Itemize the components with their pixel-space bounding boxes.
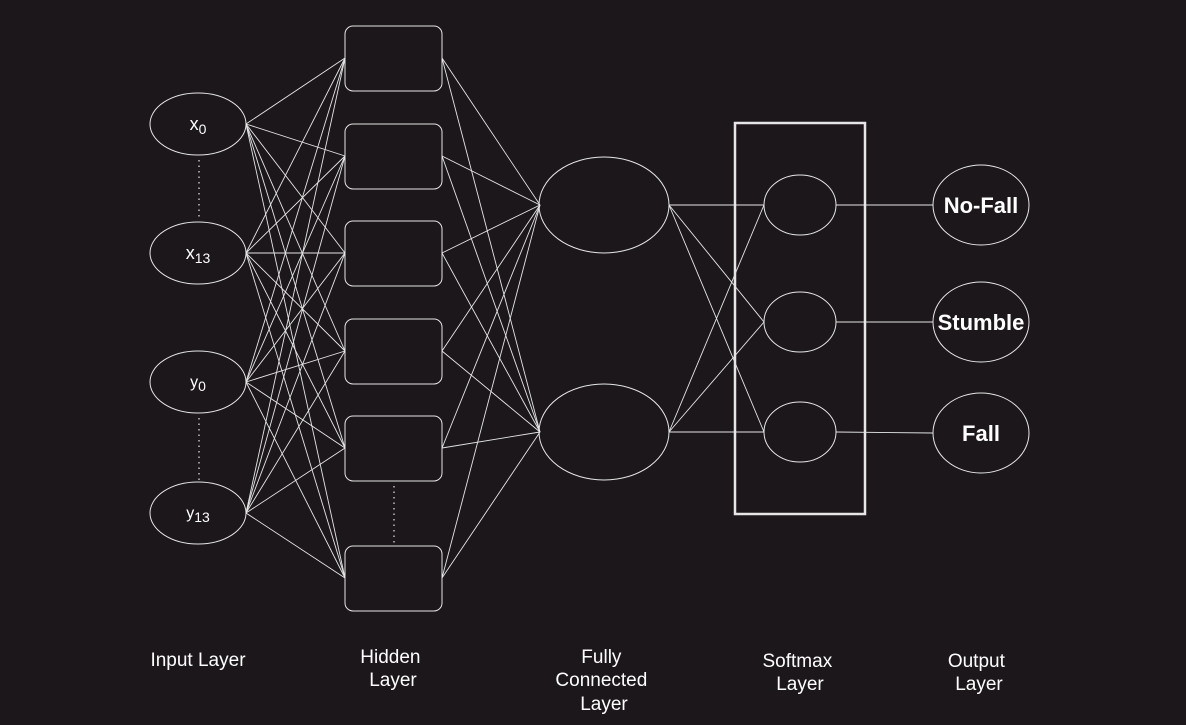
output-label-no-fall: No-Fall: [944, 193, 1019, 218]
edge-hidden-fc: [441, 155, 541, 433]
edge-input-hidden: [245, 57, 346, 125]
edge-fc-softmax: [668, 204, 765, 433]
fc-node: [538, 156, 670, 254]
input-label-y13: y13: [186, 505, 210, 525]
edge-hidden-fc: [441, 204, 541, 254]
edge-input-hidden: [245, 252, 346, 449]
input-label-x0: x0: [190, 114, 207, 137]
edge-input-hidden: [245, 252, 346, 383]
edge-input-hidden: [245, 123, 346, 352]
input-node-y0: [149, 350, 247, 414]
input-label-x13: x13: [186, 243, 211, 266]
edge-input-hidden: [245, 350, 346, 383]
layer-label-softmax: Softmax Layer: [763, 651, 838, 695]
layer-label-output: Output Layer: [948, 651, 1010, 695]
edge-hidden-fc: [441, 431, 541, 579]
softmax-node: [763, 401, 837, 463]
hidden-node: [344, 318, 443, 385]
edge-input-hidden: [245, 57, 346, 514]
edge-fc-softmax: [668, 321, 765, 433]
edge-input-hidden: [245, 57, 346, 383]
input-node-x0: [149, 92, 247, 156]
output-node-no-fall: [932, 164, 1030, 246]
edge-input-hidden: [245, 57, 346, 254]
edge-input-hidden: [245, 155, 346, 383]
edge-softmax-output: [835, 431, 934, 434]
output-node-fall: [932, 392, 1030, 474]
edge-hidden-fc: [441, 57, 541, 206]
output-label-stumble: Stumble: [938, 310, 1025, 335]
hidden-node: [344, 545, 443, 612]
layer-label-fully-connected: Fully Connected Layer: [555, 647, 652, 715]
hidden-node: [344, 220, 443, 287]
edge-hidden-fc: [441, 155, 541, 206]
edge-input-hidden: [245, 155, 346, 254]
edge-fc-softmax: [668, 204, 765, 323]
hidden-node: [344, 123, 443, 190]
edge-hidden-fc: [441, 204, 541, 352]
edge-hidden-fc: [441, 252, 541, 433]
fc-node: [538, 383, 670, 481]
softmax-node: [763, 291, 837, 353]
hidden-node: [344, 25, 443, 92]
edge-input-hidden: [245, 252, 346, 514]
edge-input-hidden: [245, 381, 346, 449]
connections: [245, 57, 934, 579]
edge-input-hidden: [245, 252, 346, 352]
output-label-fall: Fall: [962, 421, 1000, 446]
ellipsis-dots: [198, 160, 395, 544]
edge-hidden-fc: [441, 204, 541, 579]
hidden-node: [344, 415, 443, 482]
nodes: [149, 25, 1030, 612]
edge-input-hidden: [245, 123, 346, 254]
edge-hidden-fc: [441, 57, 541, 433]
edge-hidden-fc: [441, 431, 541, 449]
layer-label-input: Input Layer: [150, 650, 246, 671]
softmax-node: [763, 174, 837, 236]
edge-input-hidden: [245, 350, 346, 514]
edge-input-hidden: [245, 123, 346, 157]
layer-label-hidden: Hidden Layer: [360, 647, 426, 691]
output-node-stumble: [932, 281, 1030, 363]
input-label-y0: y0: [190, 374, 206, 394]
softmax-box: [733, 121, 867, 516]
input-node-y13: [149, 481, 247, 545]
input-node-x13: [149, 221, 247, 285]
edge-input-hidden: [245, 447, 346, 514]
edge-input-hidden: [245, 512, 346, 579]
edge-hidden-fc: [441, 204, 541, 449]
edge-input-hidden: [245, 155, 346, 514]
